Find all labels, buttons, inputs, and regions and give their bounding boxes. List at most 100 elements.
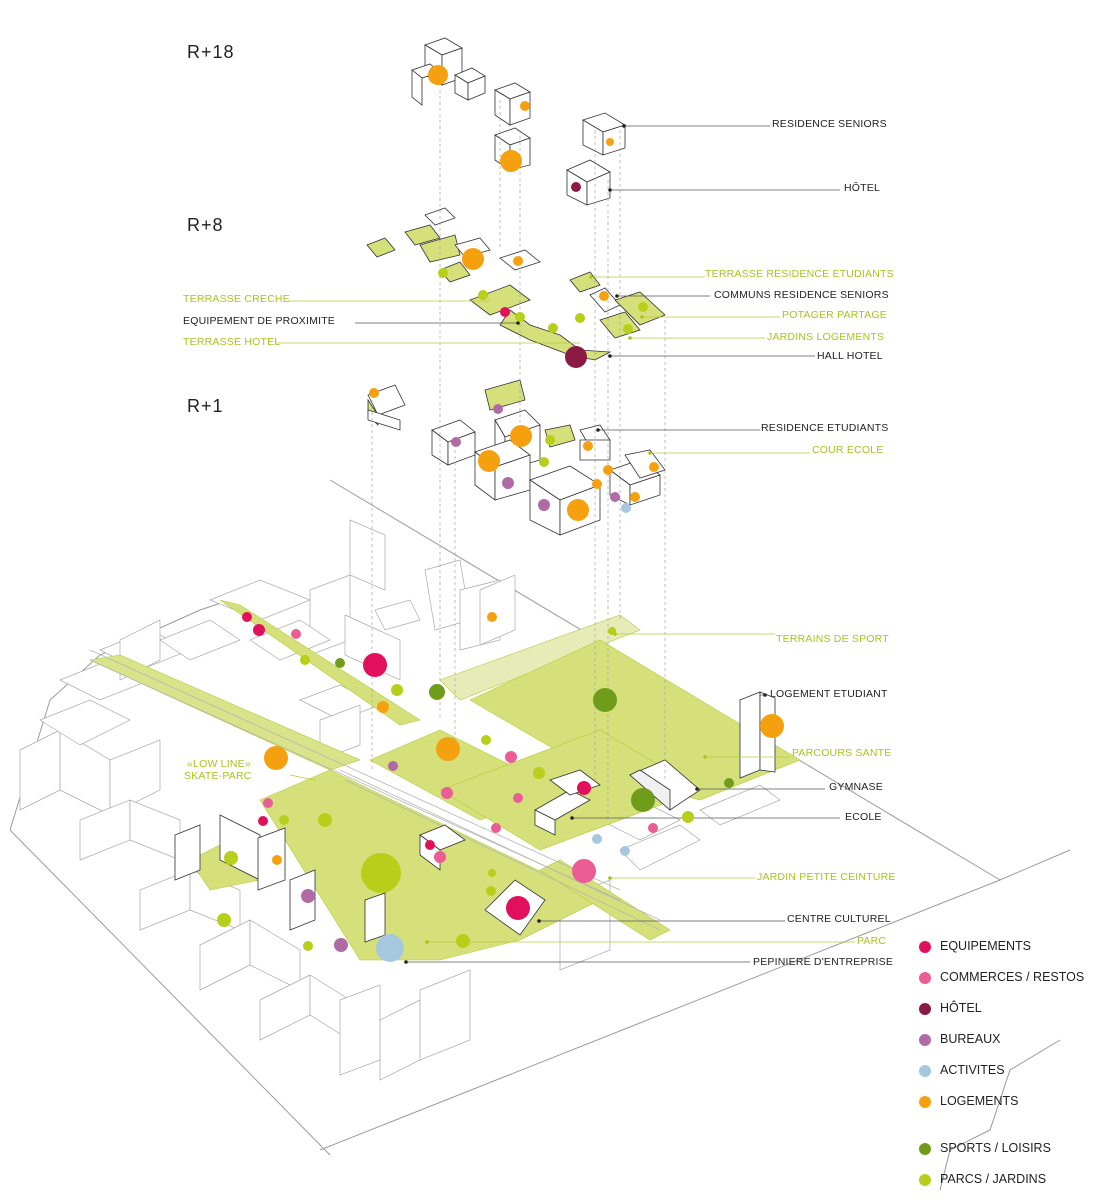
dot-parcs — [488, 869, 496, 877]
dot-logements — [760, 714, 784, 738]
legend-item: BUREAUX — [918, 1029, 1088, 1060]
dot-parcs — [224, 851, 238, 865]
dot-equipements — [258, 816, 268, 826]
dot-activites — [621, 503, 631, 513]
dot-bureaux — [301, 889, 315, 903]
label-parc: PARC — [857, 935, 887, 947]
legend-item: HÔTEL — [918, 998, 1088, 1029]
label-centre-culturel: CENTRE CULTUREL — [787, 913, 891, 925]
label-residence-etudiants: RESIDENCE ETUDIANTS — [761, 422, 889, 434]
legend-item: COMMERCES / RESTOS — [918, 967, 1088, 998]
dot-parcs — [608, 627, 616, 635]
label-potager-partage: POTAGER PARTAGE — [782, 309, 887, 321]
legend-label: ACTIVITES — [940, 1063, 1005, 1077]
dot-parcs — [279, 815, 289, 825]
dot-parcs — [438, 268, 448, 278]
leader-dots-green — [425, 275, 707, 944]
legend-label: BUREAUX — [940, 1032, 1001, 1046]
dot-logements — [567, 499, 589, 521]
dot-logements — [369, 388, 379, 398]
label-hall-hotel: HALL HOTEL — [817, 350, 883, 362]
dot-bureaux — [610, 492, 620, 502]
dot-logements — [510, 425, 532, 447]
dot-equipements — [425, 840, 435, 850]
dot-bureaux — [334, 938, 348, 952]
dot-commerces — [441, 787, 453, 799]
dot-logements — [583, 441, 593, 451]
dot-commerces — [513, 793, 523, 803]
level-title-r18: R+18 — [187, 42, 235, 62]
leader-lines-green — [275, 276, 855, 943]
legend-label: EQUIPEMENTS — [940, 939, 1031, 953]
label-pepiniere: PEPINIERE D'ENTREPRISE — [753, 956, 894, 968]
dot-parcs — [481, 735, 491, 745]
dot-parcs — [545, 435, 555, 445]
dot-activites — [592, 834, 602, 844]
label-terrains-sport: TERRAINS DE SPORT — [776, 633, 889, 645]
legend-dot-icon — [919, 1096, 931, 1108]
label-terrasse-creche: TERRASSE CRECHE — [183, 293, 290, 305]
dot-activites — [376, 934, 404, 962]
dot-commerces — [572, 859, 596, 883]
label-communs-residence-seniors: COMMUNS RESIDENCE SENIORS — [714, 289, 889, 301]
r1-buildings — [367, 379, 666, 536]
dot-parcs — [682, 811, 694, 823]
dot-equipements — [506, 896, 530, 920]
dot-logements — [436, 737, 460, 761]
dot-parcs — [300, 655, 310, 665]
legend-label: PARCS / JARDINS — [940, 1172, 1047, 1186]
dot-bureaux — [388, 761, 398, 771]
dot-sports — [631, 788, 655, 812]
dot-logements — [592, 479, 602, 489]
dot-sports — [724, 778, 734, 788]
dot-bureaux — [502, 477, 514, 489]
dot-logements — [599, 291, 609, 301]
level-title-r1: R+1 — [187, 396, 224, 416]
label-skate-parc: SKATE-PARC — [184, 770, 252, 782]
legend-label: COMMERCES / RESTOS — [940, 970, 1085, 984]
label-cour-ecole: COUR ECOLE — [812, 444, 884, 456]
label-gymnase: GYMNASE — [829, 781, 883, 793]
rail-lines — [89, 649, 661, 931]
label-ecole: ECOLE — [845, 811, 882, 823]
dot-logements — [603, 465, 613, 475]
label-terrasse-hotel: TERRASSE HOTEL — [183, 336, 281, 348]
leader-lines-dark — [355, 125, 840, 963]
dot-equipements — [500, 307, 510, 317]
legend-dot-icon — [919, 1174, 931, 1186]
legend-item: SPORTS / LOISIRS — [918, 1138, 1088, 1169]
label-residence-seniors: RESIDENCE SENIORS — [772, 118, 887, 130]
dot-commerces — [291, 629, 301, 639]
legend-item: EQUIPEMENTS — [918, 936, 1088, 967]
dot-parcs — [533, 767, 545, 779]
dot-parcs — [478, 290, 488, 300]
dot-commerces — [263, 798, 273, 808]
dot-parcs — [575, 313, 585, 323]
legend: EQUIPEMENTS COMMERCES / RESTOS HÔTEL BUREAU… — [918, 936, 1088, 1200]
dot-sports — [593, 688, 617, 712]
label-terrasse-residence-etudiants: TERRASSE RESIDENCE ETUDIANTS — [705, 268, 894, 280]
legend-dot-icon — [919, 972, 931, 984]
dot-sports — [429, 684, 445, 700]
dot-parcs — [539, 457, 549, 467]
dot-parcs — [391, 684, 403, 696]
dot-hotel — [565, 346, 587, 368]
dot-hotel — [571, 182, 581, 192]
program-dots — [217, 65, 784, 962]
dot-bureaux — [538, 499, 550, 511]
label-jardins-logements: JARDINS LOGEMENTS — [767, 331, 885, 343]
label-low-line: «LOW LINE» — [187, 758, 251, 770]
dot-logements — [428, 65, 448, 85]
leader-dots — [404, 124, 767, 964]
r8-terraces — [366, 207, 666, 361]
dot-commerces — [434, 851, 446, 863]
legend-item: PARCS / JARDINS — [918, 1169, 1088, 1200]
dot-bureaux — [451, 437, 461, 447]
dot-commerces — [648, 823, 658, 833]
dot-logements — [462, 248, 484, 270]
dot-equipements — [363, 653, 387, 677]
dot-bureaux — [493, 404, 503, 414]
dot-sports — [335, 658, 345, 668]
projection-lines — [371, 90, 666, 820]
legend-dot-icon — [919, 1034, 931, 1046]
